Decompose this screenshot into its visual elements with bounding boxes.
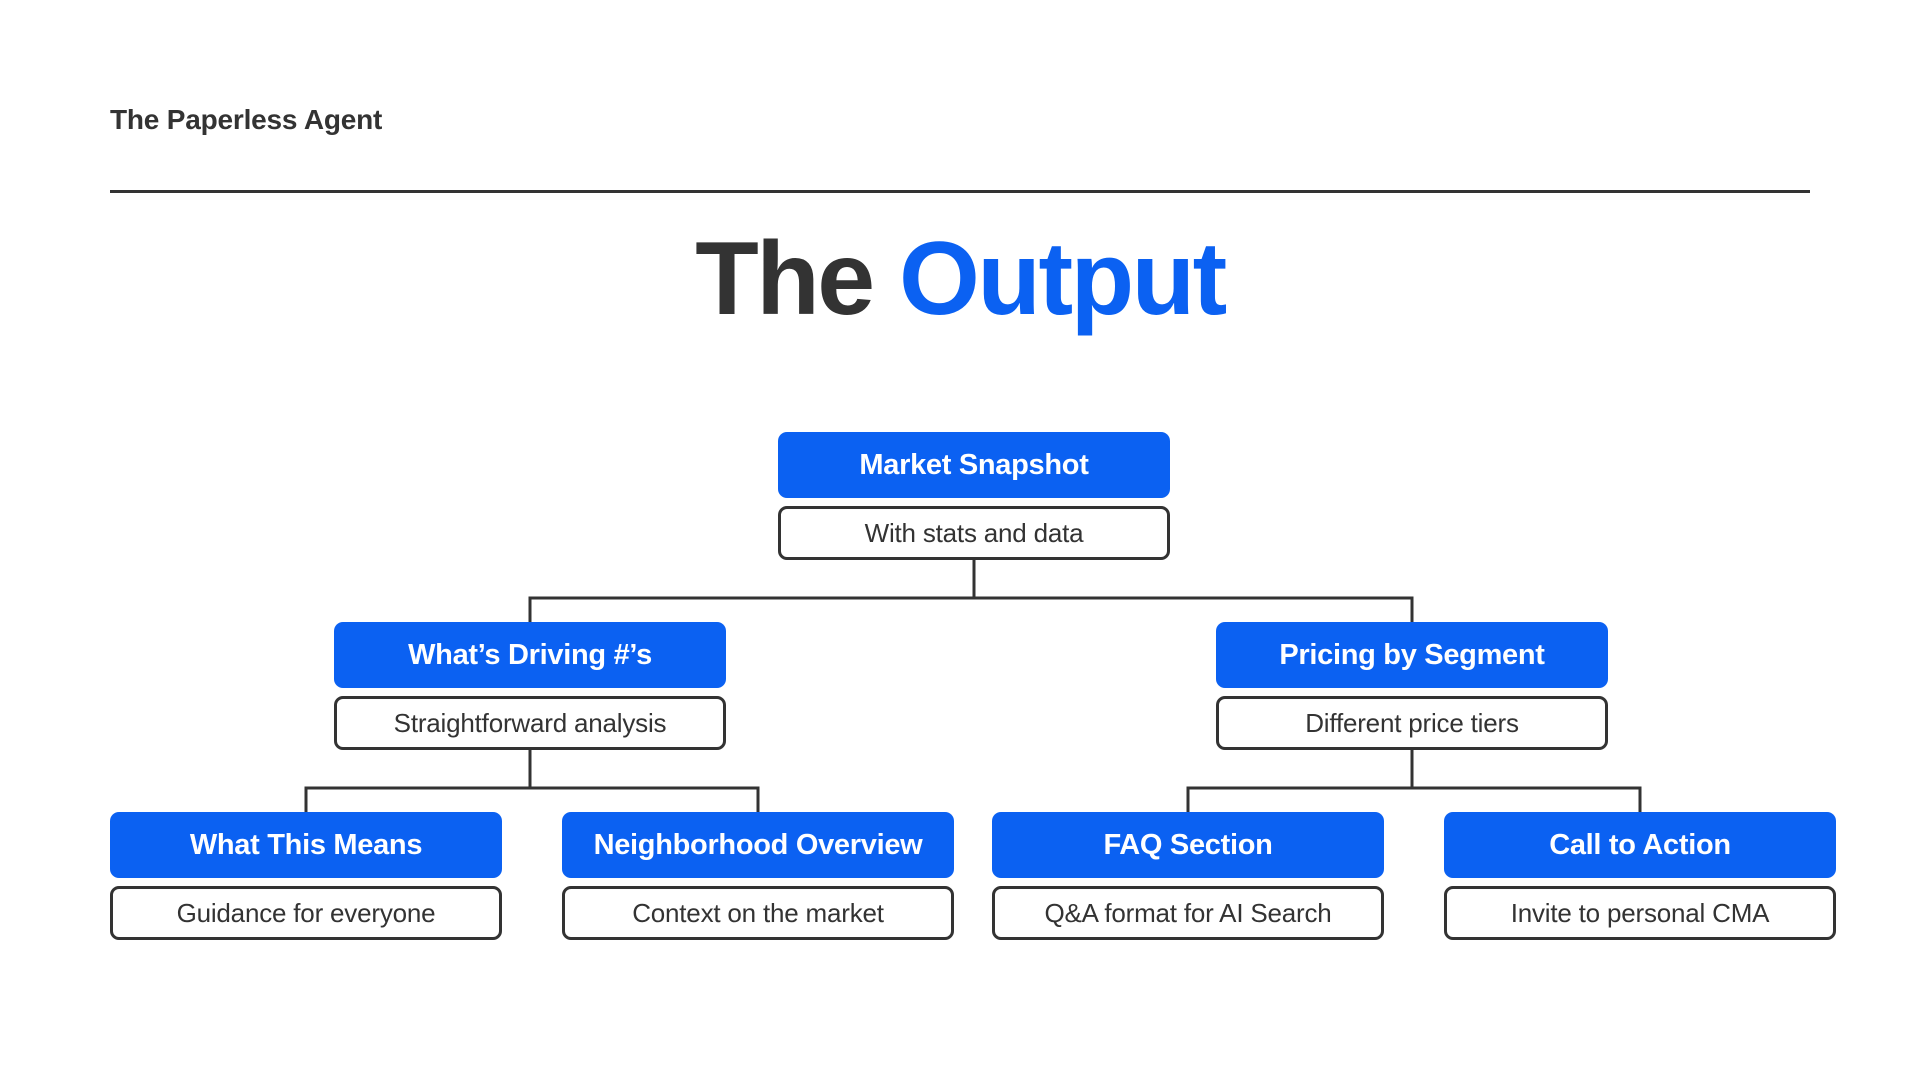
- node-caption-what-this-means: Guidance for everyone: [110, 886, 502, 940]
- brand-title: The Paperless Agent: [110, 104, 383, 135]
- tree-node-market-snapshot[interactable]: Market Snapshot With stats and data: [778, 432, 1170, 560]
- node-label-call-to-action[interactable]: Call to Action: [1444, 812, 1836, 878]
- node-label-market-snapshot[interactable]: Market Snapshot: [778, 432, 1170, 498]
- tree-node-neighborhood-overview[interactable]: Neighborhood Overview Context on the mar…: [562, 812, 954, 940]
- node-caption-whats-driving: Straightforward analysis: [334, 696, 726, 750]
- page-title: The Output: [0, 222, 1920, 336]
- node-caption-neighborhood-overview: Context on the market: [562, 886, 954, 940]
- node-caption-call-to-action: Invite to personal CMA: [1444, 886, 1836, 940]
- node-label-whats-driving[interactable]: What’s Driving #’s: [334, 622, 726, 688]
- header-divider: [110, 190, 1810, 193]
- node-caption-faq-section: Q&A format for AI Search: [992, 886, 1384, 940]
- tree-node-faq-section[interactable]: FAQ Section Q&A format for AI Search: [992, 812, 1384, 940]
- node-label-what-this-means[interactable]: What This Means: [110, 812, 502, 878]
- node-caption-market-snapshot: With stats and data: [778, 506, 1170, 560]
- node-label-neighborhood-overview[interactable]: Neighborhood Overview: [562, 812, 954, 878]
- node-label-pricing-by-segment[interactable]: Pricing by Segment: [1216, 622, 1608, 688]
- node-label-faq-section[interactable]: FAQ Section: [992, 812, 1384, 878]
- page-title-part-one: The: [695, 221, 900, 337]
- tree-node-what-this-means[interactable]: What This Means Guidance for everyone: [110, 812, 502, 940]
- node-caption-pricing-by-segment: Different price tiers: [1216, 696, 1608, 750]
- page-title-part-two: Output: [899, 221, 1227, 337]
- tree-node-call-to-action[interactable]: Call to Action Invite to personal CMA: [1444, 812, 1836, 940]
- tree-node-pricing-by-segment[interactable]: Pricing by Segment Different price tiers: [1216, 622, 1608, 750]
- tree-node-whats-driving[interactable]: What’s Driving #’s Straightforward analy…: [334, 622, 726, 750]
